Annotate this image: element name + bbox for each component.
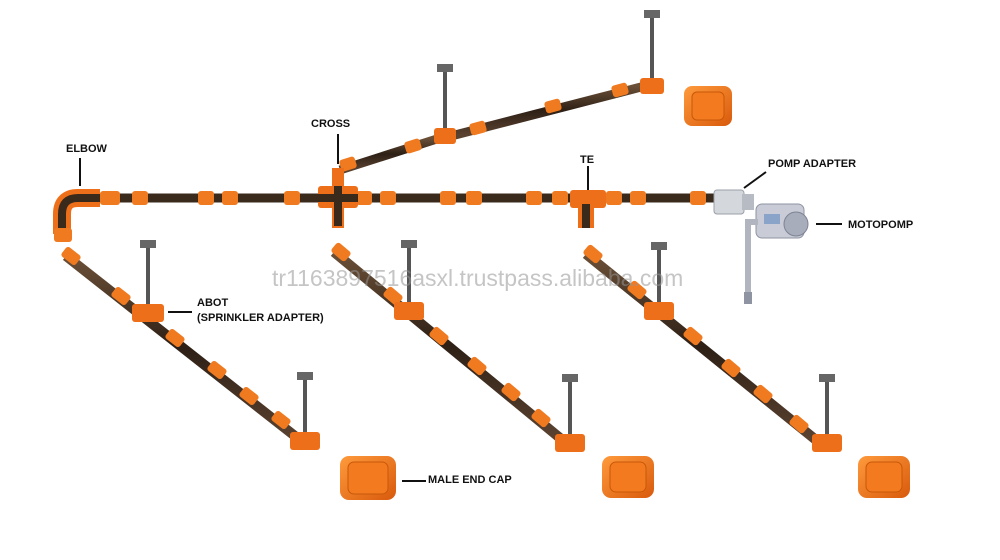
upper-branch: [338, 81, 647, 175]
label-male-end-cap: MALE END CAP: [428, 474, 512, 486]
label-abot: ABOT (SPRINKLER ADAPTER): [197, 296, 324, 326]
te-fitting: [570, 190, 606, 228]
elbow-fitting: [53, 189, 100, 242]
motopomp: [744, 203, 809, 304]
label-te: TE: [580, 154, 595, 166]
lower-branch-1: [61, 240, 396, 500]
label-abot-line2: (SPRINKLER ADAPTER): [197, 312, 324, 324]
upper-branch-riser: [434, 64, 456, 144]
pomp-adapter: [713, 189, 754, 215]
label-elbow: ELBOW: [66, 143, 107, 155]
label-pomp-adapter: POMP ADAPTER: [768, 158, 857, 170]
upper-end-cap: [684, 86, 732, 126]
lower-branch-3: [582, 242, 910, 498]
label-cross: CROSS: [311, 118, 351, 130]
main-pipe-line: [80, 191, 715, 205]
leader-lines: [79, 134, 842, 482]
upper-branch-end-riser: [640, 10, 664, 94]
watermark-text: tr1163897516asxl.trustpass.alibaba.com: [272, 265, 684, 291]
label-abot-line1: ABOT: [197, 297, 229, 309]
lower-branch-2: [330, 240, 654, 498]
cross-fitting: [318, 168, 358, 228]
label-motopomp: MOTOPOMP: [848, 219, 914, 231]
main-couplings: [100, 191, 706, 205]
